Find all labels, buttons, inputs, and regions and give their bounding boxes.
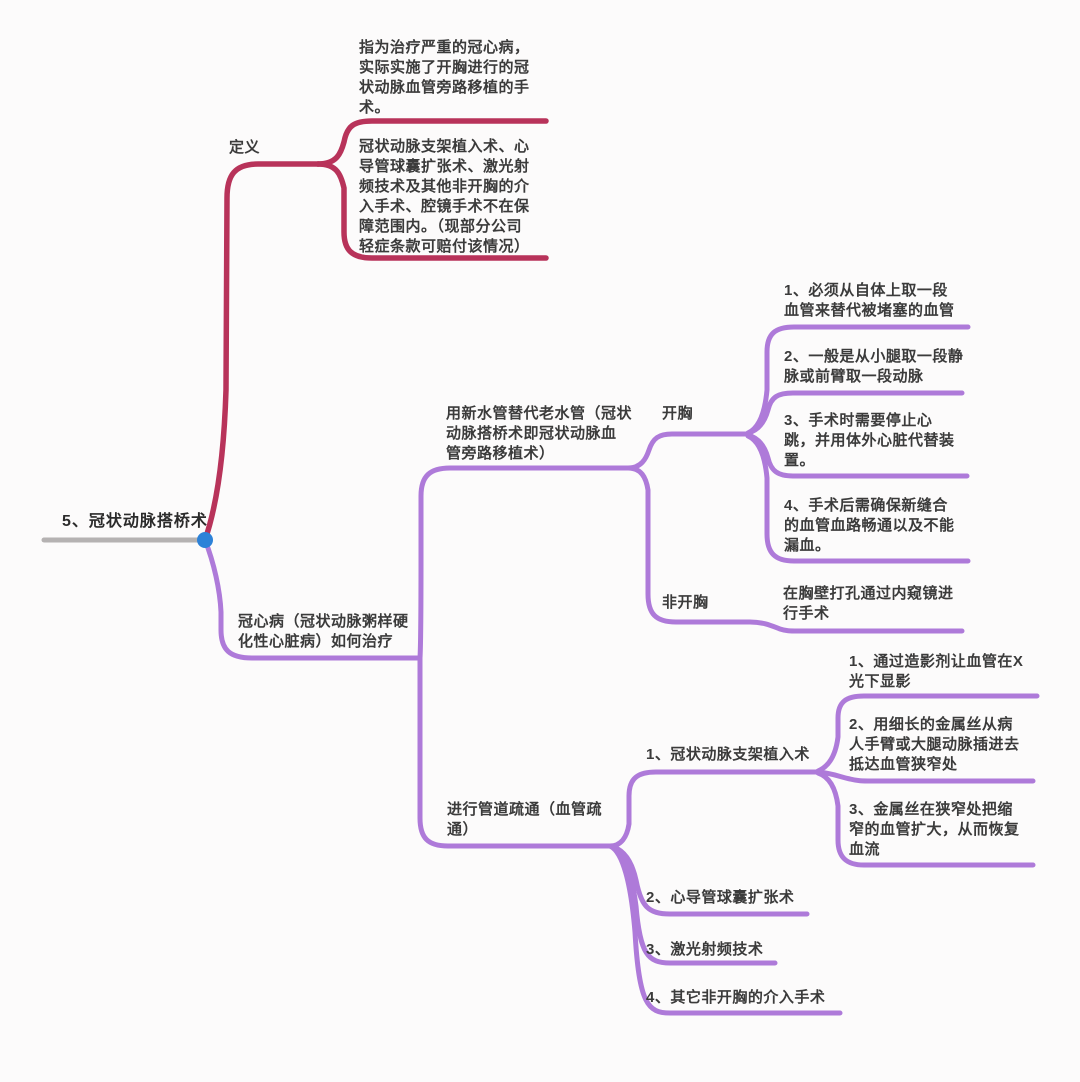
node-definition[interactable]: 定义 (229, 139, 261, 156)
node-non-open-chest[interactable]: 非开胸 (662, 594, 709, 611)
node-stent-step-1[interactable]: 1、通过造影剂让血管在X 光下显影 (849, 653, 1024, 690)
node-open-chest-point-4[interactable]: 4、手术后需确保新缝合 的血管血路畅通以及不能 漏血。 (784, 497, 955, 554)
node-open-chest[interactable]: 开胸 (662, 405, 694, 422)
connector-dredge-to-other (607, 843, 843, 1016)
connector-bypass-to-non-open-chest (625, 465, 965, 634)
node-definition-note-1[interactable]: 指为治疗严重的冠心病， 实际实施了开胸进行的冠 状动脉血管旁路移植的手 术。 (359, 39, 530, 116)
connector-root-to-treatment (202, 537, 423, 661)
root-node[interactable]: 5、冠状动脉搭桥术 (62, 513, 208, 530)
node-stent-step-3[interactable]: 3、金属丝在狭窄处把缩 窄的血管扩大，从而恢复 血流 (849, 801, 1020, 858)
node-definition-note-2[interactable]: 冠状动脉支架植入术、心 导管球囊扩张术、激光射 频技术及其他非开胸的介 入手术、… (359, 138, 530, 255)
connector-dredge-to-stent (607, 769, 821, 849)
connector-treatment-to-bypass (417, 465, 631, 661)
connector-stent-step-1 (815, 693, 1040, 774)
connector-stent-step-2 (815, 769, 1036, 784)
node-non-open-chest-note[interactable]: 在胸壁打孔通过内窥镜进 行手术 (783, 585, 954, 622)
node-treatment[interactable]: 冠心病（冠状动脉粥样硬 化性心脏病）如何治疗 (238, 613, 409, 650)
node-open-chest-point-1[interactable]: 1、必须从自体上取一段 血管来替代被堵塞的血管 (784, 282, 955, 319)
connector-stent-step-3 (815, 770, 1036, 868)
connector-treatment-to-dredge (417, 655, 613, 849)
node-open-chest-point-3[interactable]: 3、手术时需要停止心 跳，并用体外心脏代替装 置。 (784, 412, 955, 469)
connector-bypass-to-open-chest (625, 431, 751, 471)
connector-open-chest-point-1 (745, 324, 971, 436)
connector-open-chest-point-2 (745, 390, 965, 436)
connector-open-chest-point-3 (745, 432, 970, 479)
node-stent-step-2[interactable]: 2、用细长的金属丝从病 人手臂或大腿动脉插进去 抵达血管狭窄处 (849, 716, 1020, 773)
connector-definition-note-1 (315, 118, 549, 167)
node-dredge[interactable]: 进行管道疏通（血管疏 通） (447, 801, 603, 838)
node-laser[interactable]: 3、激光射频技术 (646, 941, 764, 958)
node-open-chest-point-2[interactable]: 2、一般是从小腿取一段静 脉或前臂取一段动脉 (784, 348, 964, 385)
connector-definition-note-2 (315, 161, 549, 261)
connector-root-to-definition (202, 161, 321, 543)
root-junction-dot (197, 532, 213, 548)
node-bypass[interactable]: 用新水管替代老水管（冠状 动脉搭桥术即冠状动脉血 管旁路移植术） (446, 405, 633, 462)
node-balloon[interactable]: 2、心导管球囊扩张术 (646, 889, 795, 906)
node-other[interactable]: 4、其它非开胸的介入手术 (646, 989, 826, 1006)
node-stent[interactable]: 1、冠状动脉支架植入术 (646, 746, 810, 763)
connector-open-chest-point-4 (745, 433, 971, 564)
